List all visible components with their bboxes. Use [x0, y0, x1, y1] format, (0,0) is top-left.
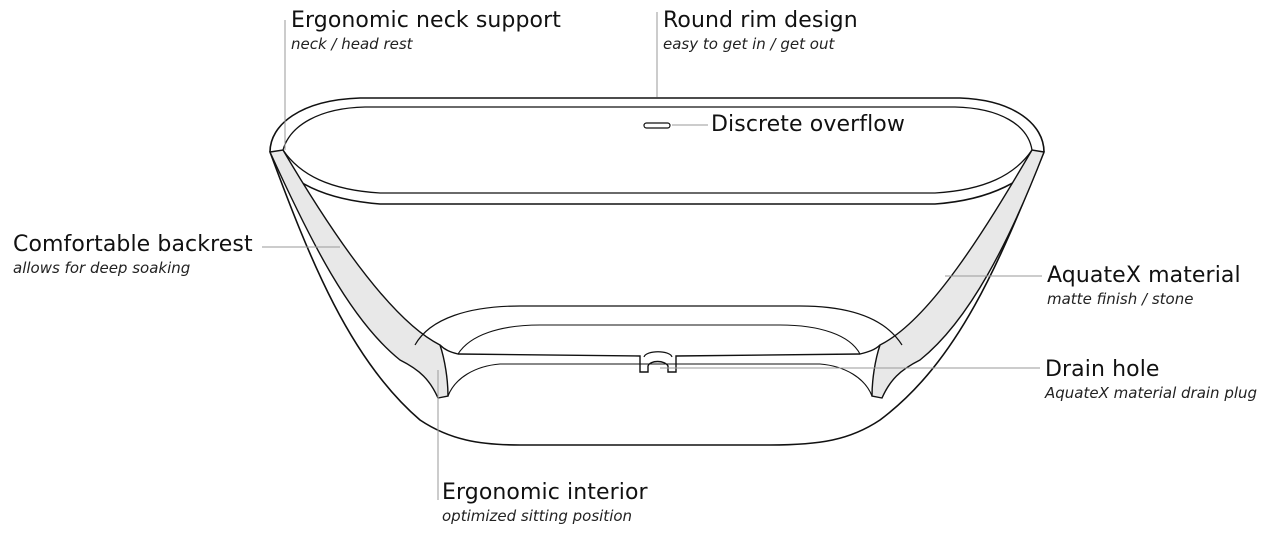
callout-material: AquateX material matte finish / stone: [1047, 263, 1241, 309]
callout-neck-support-title: Ergonomic neck support: [291, 8, 561, 33]
rim-outer-edge: [269, 97, 1045, 153]
callout-backrest-subtitle: allows for deep soaking: [13, 259, 191, 277]
callout-backrest-title: Comfortable backrest: [13, 232, 253, 257]
callout-round-rim: Round rim design easy to get in / get ou…: [663, 8, 858, 54]
callout-round-rim-subtitle: easy to get in / get out: [663, 35, 835, 53]
callout-material-subtitle: matte finish / stone: [1047, 290, 1194, 308]
tub-outer-shell: [269, 151, 1045, 446]
interior-basin-outer: [414, 305, 903, 346]
callout-neck-support: Ergonomic neck support neck / head rest: [291, 8, 561, 54]
callout-drain-subtitle: AquateX material drain plug: [1045, 384, 1258, 402]
callout-interior-subtitle: optimized sitting position: [442, 507, 633, 525]
callout-drain-title: Drain hole: [1045, 357, 1160, 382]
callout-material-title: AquateX material: [1047, 263, 1241, 288]
callout-interior: Ergonomic interior optimized sitting pos…: [442, 480, 648, 526]
callout-backrest: Comfortable backrest allows for deep soa…: [13, 232, 253, 278]
interior-basin-inner: [457, 324, 861, 355]
callout-drain: Drain hole AquateX material drain plug: [1045, 357, 1257, 403]
underside-arch: [447, 363, 873, 397]
drain-dome: [643, 351, 673, 358]
callout-neck-support-subtitle: neck / head rest: [291, 35, 413, 53]
tub-floor: [439, 344, 881, 373]
overflow-slot: [643, 122, 671, 129]
callout-overflow-title: Discrete overflow: [711, 112, 905, 137]
callout-overflow: Discrete overflow: [711, 112, 905, 138]
callout-interior-title: Ergonomic interior: [442, 480, 648, 505]
callout-round-rim-title: Round rim design: [663, 8, 858, 33]
